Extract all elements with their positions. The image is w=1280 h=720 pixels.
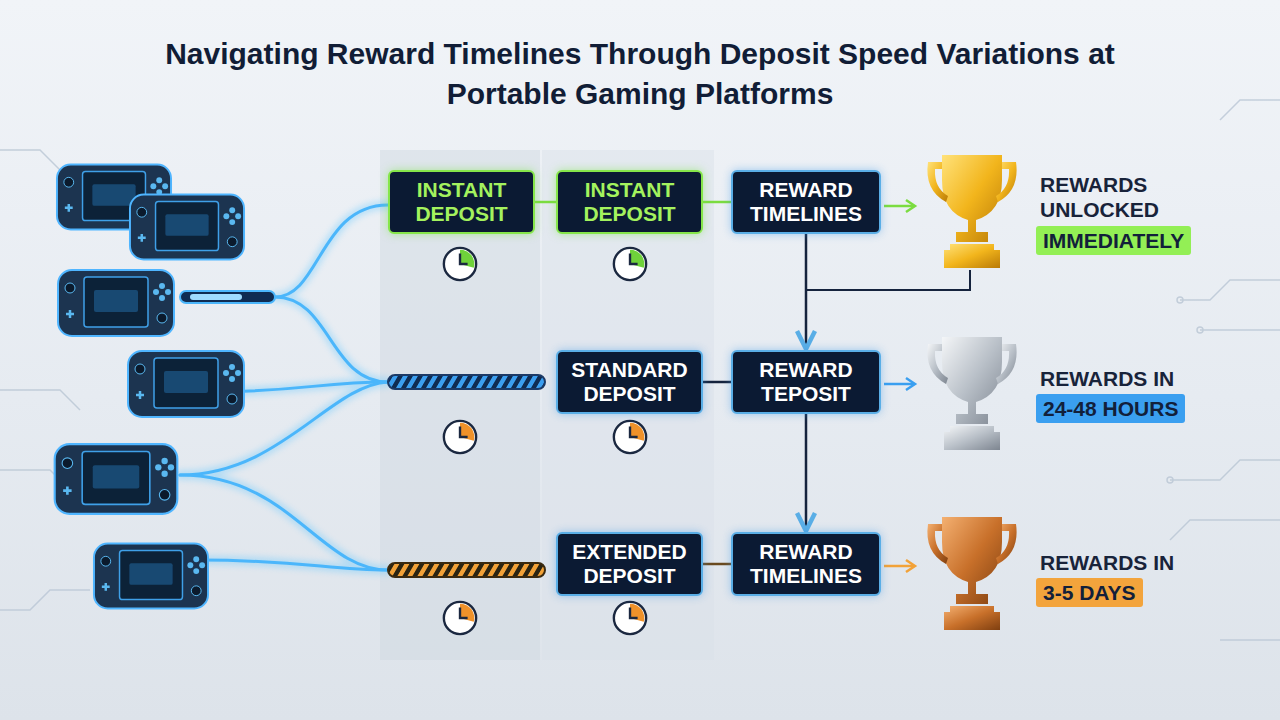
timeline-badge: 24-48 HOURS xyxy=(1036,394,1185,423)
glow-lines xyxy=(180,475,388,570)
circuit-traces xyxy=(0,590,90,610)
timeline-badge: IMMEDIATELY xyxy=(1036,226,1191,255)
circuit-traces xyxy=(1180,280,1280,300)
circuit-traces xyxy=(1200,329,1280,331)
progress-bars xyxy=(388,375,545,389)
trophy-branch xyxy=(806,270,970,290)
node-text: INSTANT DEPOSIT xyxy=(566,178,693,225)
clock-icons xyxy=(444,421,476,453)
clock-icons xyxy=(444,602,476,634)
timeline-badge: 3-5 DAYS xyxy=(1036,578,1143,607)
deposit-box: STANDARD DEPOSIT xyxy=(556,350,703,414)
circuit-traces xyxy=(0,390,80,410)
reward-box: REWARD TIMELINES xyxy=(731,170,881,234)
deposit-box: INSTANT DEPOSIT xyxy=(388,170,535,234)
handheld-consoles xyxy=(130,195,244,260)
trophy-arrows xyxy=(884,565,914,568)
glow-lines xyxy=(275,297,388,382)
circuit-traces xyxy=(0,100,1280,640)
clock-icons xyxy=(614,421,646,453)
trophy-arrows xyxy=(884,383,914,386)
diagram-title: Navigating Reward Timelines Through Depo… xyxy=(0,34,1280,113)
trophies xyxy=(927,337,1016,450)
trophies xyxy=(927,155,1016,630)
glow-lines xyxy=(200,560,388,570)
trophies xyxy=(927,517,1016,630)
glow-lines xyxy=(275,205,388,297)
handheld-consoles xyxy=(58,270,174,336)
column-panels xyxy=(380,150,714,660)
node-text: STANDARD DEPOSIT xyxy=(566,358,693,405)
glow-lines xyxy=(275,297,388,382)
handheld-consoles xyxy=(55,165,244,609)
handheld-consoles xyxy=(94,544,208,609)
deposit-box: INSTANT DEPOSIT xyxy=(556,170,703,234)
glow-lines xyxy=(180,475,388,570)
node-text: INSTANT DEPOSIT xyxy=(398,178,525,225)
node-text: 24-48 HOURS xyxy=(1043,396,1178,421)
connector xyxy=(805,414,808,531)
connector xyxy=(805,234,808,349)
reward-box: REWARD TEPOSIT xyxy=(731,350,881,414)
trophy-arrows xyxy=(884,205,914,208)
trophy-arrows xyxy=(906,200,915,212)
node-text: IMMEDIATELY xyxy=(1043,228,1184,253)
circuit-traces xyxy=(1170,520,1280,540)
clock-icons xyxy=(614,602,646,634)
clock-icons xyxy=(614,248,646,280)
connector xyxy=(703,563,731,566)
node-text: REWARD TEPOSIT xyxy=(741,358,871,405)
handheld-consoles xyxy=(128,351,244,417)
connector xyxy=(535,201,556,204)
connector xyxy=(703,381,731,384)
handheld-consoles xyxy=(55,444,178,514)
glow-lines xyxy=(275,205,388,297)
trophy-arrows xyxy=(906,378,915,390)
circuit-traces xyxy=(1167,477,1173,483)
reward-caption: REWARDS IN xyxy=(1040,550,1190,575)
node-text: REWARD TIMELINES xyxy=(741,178,871,225)
progress-bars xyxy=(180,291,545,577)
circuit-traces xyxy=(1220,639,1280,641)
progress-bars xyxy=(180,291,275,303)
connector xyxy=(703,201,731,204)
deposit-box: EXTENDED DEPOSIT xyxy=(556,532,703,596)
column-panels xyxy=(542,150,714,660)
clock-icons xyxy=(444,248,476,280)
progress-bars xyxy=(190,294,242,300)
trophy-branch xyxy=(806,270,970,290)
reward-caption: REWARDS IN xyxy=(1040,366,1190,391)
trophies xyxy=(927,155,1016,268)
circuit-traces xyxy=(1220,100,1280,120)
circuit-traces xyxy=(1170,460,1280,480)
circuit-traces xyxy=(1197,327,1203,333)
node-text: 3-5 DAYS xyxy=(1043,580,1136,605)
reward-box: REWARD TIMELINES xyxy=(731,532,881,596)
node-text: REWARD TIMELINES xyxy=(741,540,871,587)
column-panels xyxy=(380,150,540,660)
node-text: EXTENDED DEPOSIT xyxy=(566,540,693,587)
trophy-arrows xyxy=(884,200,915,572)
reward-caption: REWARDS UNLOCKED xyxy=(1040,172,1190,222)
trophy-arrows xyxy=(906,560,915,572)
circuit-traces xyxy=(1177,297,1183,303)
progress-bars xyxy=(388,563,545,577)
